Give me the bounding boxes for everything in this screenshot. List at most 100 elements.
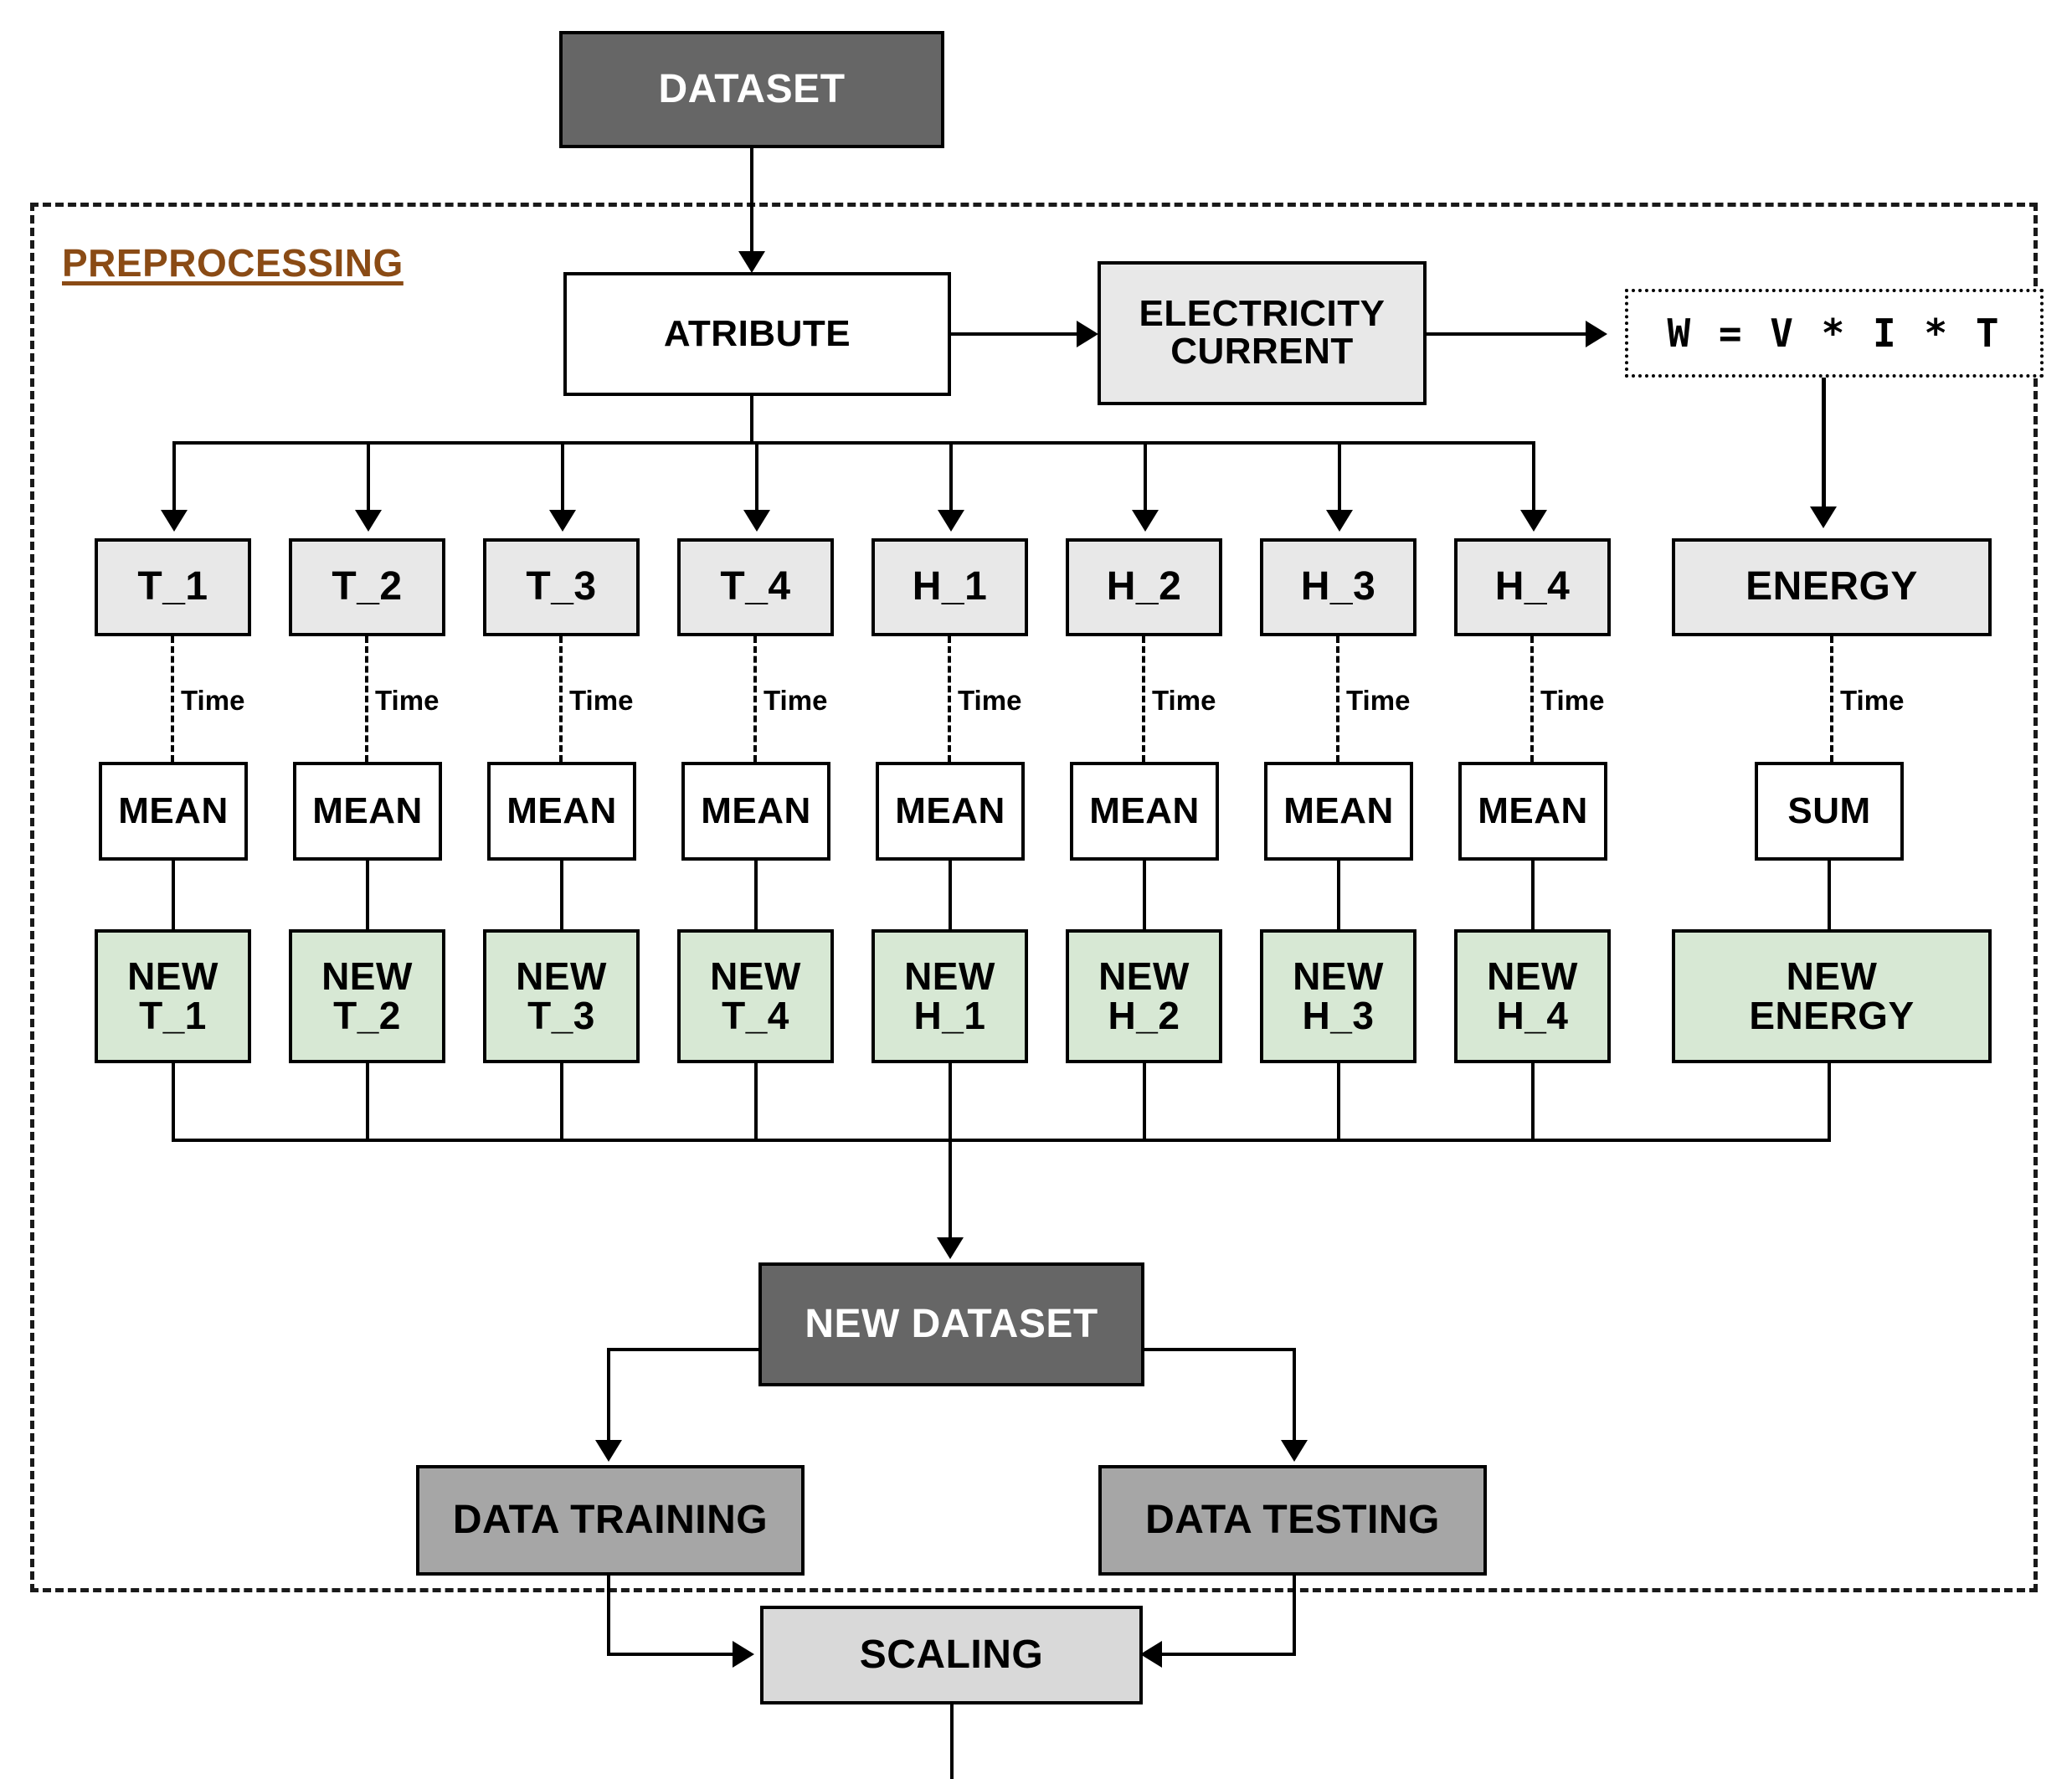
energy-formula-box: W = V * I * T [1625, 289, 2044, 378]
arrowhead-new-dataset-to-training [595, 1440, 622, 1462]
time-label-h3: Time [1346, 685, 1411, 716]
connector-mean2-to-new-t2 [366, 861, 369, 934]
new-feature-box-t1: NEW T_1 [95, 929, 251, 1063]
merge-stem-h3 [1337, 1063, 1340, 1141]
time-link-h1 [948, 636, 951, 762]
arrowhead-t4 [743, 510, 770, 532]
branch-drop-h2 [1144, 441, 1147, 518]
time-label-t1: Time [181, 685, 245, 716]
time-label-t3: Time [569, 685, 634, 716]
time-label-h2: Time [1152, 685, 1216, 716]
arrowhead-h3 [1326, 510, 1353, 532]
connector-mean5-to-new-h1 [949, 861, 952, 934]
merge-stem-t3 [560, 1063, 563, 1141]
branch-drop-t1 [172, 441, 176, 518]
merge-stem-energy [1828, 1063, 1831, 1141]
preprocessing-region [30, 203, 2038, 1592]
time-label-t2: Time [375, 685, 440, 716]
time-link-h4 [1530, 636, 1534, 762]
new-feature-box-h3: NEW H_3 [1260, 929, 1416, 1063]
scaling-box: SCALING [760, 1606, 1143, 1704]
connector-mean1-to-new-t1 [172, 861, 175, 934]
branch-drop-h4 [1532, 441, 1535, 518]
connector-merge-to-new-dataset [949, 1139, 952, 1249]
connector-attribute-to-electricity [951, 332, 1085, 336]
time-link-h2 [1142, 636, 1145, 762]
connector-electricity-to-formula [1427, 332, 1594, 336]
connector-new-dataset-to-testing [1293, 1348, 1296, 1452]
merge-stem-t2 [366, 1063, 369, 1141]
sensor-box-h2: H_2 [1066, 538, 1222, 636]
time-link-t1 [171, 636, 174, 762]
new-feature-box-t3: NEW T_3 [483, 929, 640, 1063]
time-link-t4 [753, 636, 757, 762]
aggregation-box-mean-5: MEAN [876, 762, 1025, 861]
new-feature-box-h1: NEW H_1 [871, 929, 1028, 1063]
sensor-box-h1: H_1 [871, 538, 1028, 636]
new-feature-box-t4: NEW T_4 [677, 929, 834, 1063]
aggregation-box-mean-4: MEAN [681, 762, 830, 861]
new-feature-box-t2: NEW T_2 [289, 929, 445, 1063]
connector-testing-to-scaling [1162, 1653, 1296, 1656]
arrowhead-t2 [355, 510, 382, 532]
arrowhead-testing-to-scaling [1140, 1641, 1162, 1668]
connector-mean6-to-new-h2 [1143, 861, 1146, 934]
sensor-box-t4: T_4 [677, 538, 834, 636]
connector-training-to-scaling [607, 1653, 741, 1656]
connector-mean3-to-new-t3 [560, 861, 563, 934]
connector-dataset-to-attribute [750, 148, 753, 261]
aggregation-box-mean-2: MEAN [293, 762, 442, 861]
sensor-box-h4: H_4 [1454, 538, 1611, 636]
aggregation-box-mean-7: MEAN [1264, 762, 1413, 861]
arrowhead-h1 [938, 510, 964, 532]
connector-formula-to-energy [1822, 378, 1826, 517]
arrowhead-h4 [1520, 510, 1547, 532]
attribute-box: ATRIBUTE [563, 272, 951, 396]
data-training-box: DATA TRAINING [416, 1465, 805, 1576]
branch-drop-t3 [561, 441, 564, 518]
new-energy-box: NEW ENERGY [1672, 929, 1992, 1063]
time-link-energy [1830, 636, 1833, 762]
connector-mean8-to-new-h4 [1531, 861, 1535, 934]
aggregation-box-mean-1: MEAN [99, 762, 248, 861]
time-link-h3 [1336, 636, 1339, 762]
connector-new-dataset-left-elbow [607, 1348, 760, 1351]
new-feature-box-h4: NEW H_4 [1454, 929, 1611, 1063]
time-link-t3 [559, 636, 563, 762]
arrowhead-formula-to-energy [1810, 506, 1837, 528]
merge-stem-h4 [1531, 1063, 1535, 1141]
aggregation-box-mean-6: MEAN [1070, 762, 1219, 861]
arrowhead-attribute-to-electricity [1077, 321, 1098, 347]
sensor-box-t1: T_1 [95, 538, 251, 636]
branch-drop-t2 [367, 441, 370, 518]
branch-drop-h3 [1338, 441, 1341, 518]
connector-scaling-to-modelling [950, 1704, 954, 1779]
aggregation-box-mean-8: MEAN [1458, 762, 1607, 861]
aggregation-box-sum: SUM [1755, 762, 1904, 861]
branch-drop-h1 [949, 441, 953, 518]
time-label-h4: Time [1540, 685, 1605, 716]
connector-mean7-to-new-h3 [1337, 861, 1340, 934]
time-label-energy: Time [1840, 685, 1905, 716]
connector-attribute-down-stem [750, 396, 753, 444]
merge-stem-h2 [1143, 1063, 1146, 1141]
connector-mean4-to-new-t4 [754, 861, 758, 934]
merge-stem-t1 [172, 1063, 175, 1141]
connector-sum-to-new-energy [1828, 861, 1831, 934]
aggregation-box-mean-3: MEAN [487, 762, 636, 861]
arrowhead-dataset-to-attribute [738, 251, 765, 273]
dataset-box: DATASET [559, 31, 944, 148]
time-link-t2 [365, 636, 368, 762]
new-dataset-box: NEW DATASET [758, 1262, 1144, 1386]
connector-new-dataset-to-training [607, 1348, 610, 1452]
time-label-t4: Time [764, 685, 828, 716]
data-testing-box: DATA TESTING [1098, 1465, 1487, 1576]
sensor-box-t2: T_2 [289, 538, 445, 636]
connector-new-dataset-right-elbow [1143, 1348, 1296, 1351]
preprocessing-label: PREPROCESSING [62, 241, 404, 285]
arrowhead-h2 [1132, 510, 1159, 532]
arrowhead-merge-to-new-dataset [937, 1237, 964, 1259]
time-label-h1: Time [958, 685, 1022, 716]
arrowhead-training-to-scaling [733, 1641, 754, 1668]
arrowhead-new-dataset-to-testing [1281, 1440, 1308, 1462]
